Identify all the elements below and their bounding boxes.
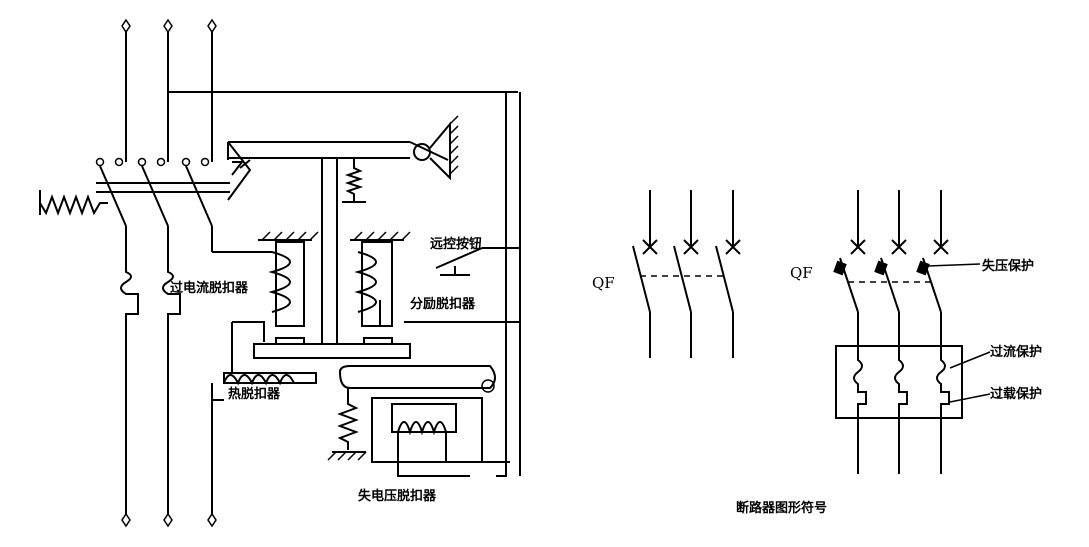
overload-protection-label: 过载保护 (990, 386, 1042, 402)
remote-button (435, 247, 520, 276)
overcurrent-release-label: 过电流脱扣器 (170, 280, 249, 296)
latch-lever (227, 115, 459, 201)
phase-conductors-upper (95, 32, 213, 167)
qf-symbol-simple: QF (592, 190, 741, 358)
control-circuit (208, 91, 506, 438)
qf-label-right: QF (790, 264, 813, 282)
operating-spring (39, 190, 108, 216)
qf-symbol-protected: QF 失压保护 过流保护 过载保护 (790, 190, 1042, 474)
bottom-terminals (121, 512, 217, 528)
shunt-release-label: 分励脱扣器 (410, 296, 476, 312)
diagram-caption: 断路器图形符号 (736, 500, 827, 516)
phase-conductors-lower (120, 226, 272, 514)
undervoltage-release (327, 92, 521, 477)
qf-label-left: QF (592, 274, 615, 292)
undervoltage-protection-label: 失压保护 (982, 258, 1034, 274)
linkage-rod (321, 158, 366, 344)
remote-button-label: 远控按钮 (430, 236, 482, 252)
thermal-release-label: 热脱扣器 (228, 386, 281, 402)
undervoltage-release-label: 失电压脱扣器 (358, 488, 437, 504)
armature-plate (253, 337, 411, 359)
top-terminals (121, 18, 217, 34)
overcurrent-protection-label: 过流保护 (990, 344, 1042, 360)
moving-contacts (99, 165, 213, 227)
overcurrent-release (258, 231, 319, 327)
breaker-structure: 过电流脱扣器 远控按钮 分励脱扣器 热脱扣器 失电压脱扣器 (39, 18, 521, 528)
shunt-release (350, 231, 520, 327)
thermal-release (211, 321, 317, 420)
